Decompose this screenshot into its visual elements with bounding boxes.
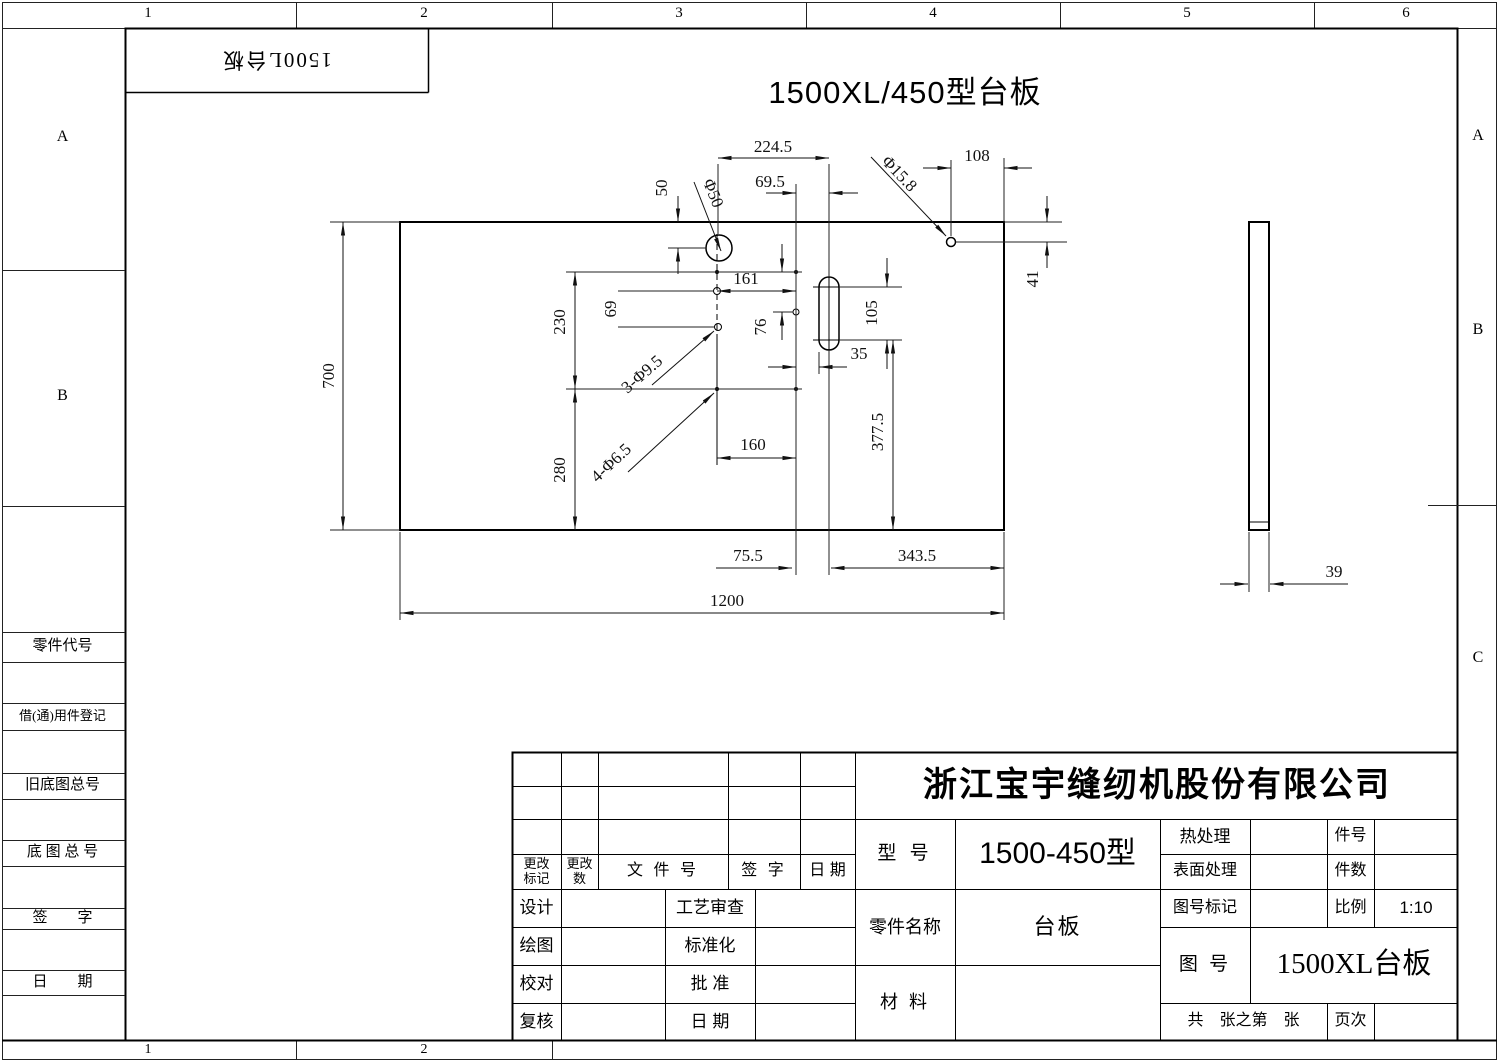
- zone-top-4: 4: [929, 5, 937, 22]
- item-no-label: 件号: [1334, 827, 1367, 845]
- dim-41: 41: [1023, 271, 1042, 288]
- sidebar-label-part-code: 零件代号: [32, 638, 93, 655]
- dim-700: 700: [319, 363, 338, 389]
- part-name-label: 零件名称: [869, 916, 941, 937]
- drawing-mark-label: 图号标记: [1172, 898, 1237, 916]
- sidebar-label-old-master-no: 旧底图总号: [24, 777, 100, 794]
- dim-105: 105: [862, 300, 881, 326]
- page-no-label: 页次: [1334, 1012, 1367, 1030]
- dimension-lines: [340, 155, 1348, 616]
- zone-top-2: 2: [420, 5, 428, 22]
- hole-phi15-8: [945, 236, 957, 248]
- dim-69-5: 69.5: [755, 172, 785, 191]
- dim-69: 69: [601, 301, 620, 318]
- rev-count-header: 更改 数: [566, 855, 593, 886]
- zone-top-1: 1: [144, 5, 152, 22]
- dim-50: 50: [652, 180, 671, 197]
- company-name: 浙江宝宇缝纫机股份有限公司: [923, 765, 1391, 804]
- model-value: 1500-450型: [979, 836, 1136, 870]
- hole-phi9-5-b: [714, 323, 722, 331]
- zone-right-c: C: [1472, 648, 1484, 666]
- standardize-label: 标准化: [684, 936, 736, 956]
- draw-label: 绘图: [519, 936, 554, 956]
- heat-treatment-label: 热处理: [1179, 826, 1231, 846]
- dimension-labels: 224.5 69.5 108 161 35 160 75.5 343.5 120…: [319, 137, 1343, 610]
- item-qty-label: 件数: [1334, 862, 1367, 880]
- zone-bottom-2: 2: [420, 1042, 428, 1058]
- side-view: [1248, 221, 1270, 531]
- zone-top-3: 3: [675, 5, 683, 22]
- zone-bottom-1: 1: [144, 1042, 152, 1058]
- dim-35: 35: [851, 344, 868, 363]
- drawing-no-label: 图 号: [1178, 954, 1232, 976]
- dim-160: 160: [740, 435, 766, 454]
- dim-280: 280: [550, 457, 569, 483]
- zone-top-6: 6: [1402, 5, 1410, 22]
- part-name-value: 台板: [1033, 914, 1082, 940]
- sidebar-label-sign: 签 字: [32, 909, 93, 926]
- dim-75-5: 75.5: [733, 546, 763, 565]
- extension-lines: [330, 158, 1270, 620]
- scale-value: 1:10: [1399, 898, 1433, 918]
- hole-phi50: [705, 234, 733, 262]
- page-title: 1500XL/450型台板: [768, 75, 1042, 111]
- process-review-label: 工艺审查: [676, 898, 744, 918]
- leader-3-phi9-5: 3-Φ9.5: [618, 351, 667, 397]
- file-no-header: 文 件 号: [627, 862, 699, 880]
- check-label: 校对: [519, 974, 554, 994]
- zone-left-a: A: [56, 127, 69, 145]
- dim-377-5: 377.5: [868, 413, 887, 451]
- part-plan-view: [399, 221, 1005, 531]
- sign-header: 签 字: [741, 862, 787, 880]
- model-label: 型 号: [877, 843, 933, 865]
- dim-161: 161: [733, 269, 759, 288]
- dim-76: 76: [751, 319, 770, 336]
- scale-label: 比例: [1334, 898, 1367, 916]
- title-block-grid: [511, 751, 1459, 1042]
- sidebar-label-date: 日 期: [32, 973, 93, 990]
- sheet-count-label: 共 张之第 张: [1187, 1012, 1300, 1030]
- dim-39: 39: [1326, 562, 1343, 581]
- corner-stamp: 1500L台板: [125, 28, 428, 92]
- leader-phi15-8: Φ15.8: [878, 152, 921, 196]
- dim-108: 108: [964, 146, 990, 165]
- sidebar-label-master-no: 底 图 总 号: [26, 844, 99, 861]
- surface-treatment-label: 表面处理: [1172, 862, 1237, 880]
- zone-left-b: B: [57, 386, 68, 404]
- zone-top-5: 5: [1183, 5, 1191, 22]
- date2-label: 日 期: [690, 1011, 730, 1031]
- dim-224-5: 224.5: [754, 137, 792, 156]
- rev-mark-header: 更改 标记: [523, 855, 550, 886]
- dim-230: 230: [550, 309, 569, 335]
- corner-stamp-text: 1500L台板: [221, 48, 332, 73]
- dim-1200: 1200: [710, 591, 744, 610]
- dim-343-5: 343.5: [898, 546, 936, 565]
- approve-label: 批 准: [690, 974, 730, 994]
- design-label: 设计: [519, 898, 554, 918]
- date-header: 日 期: [809, 862, 846, 880]
- drawing-no-value: 1500XL台板: [1276, 948, 1432, 981]
- material-label: 材 料: [879, 992, 930, 1013]
- leader-4-phi6-5: 4-Φ6.5: [587, 439, 635, 486]
- recheck-label: 复核: [519, 1011, 554, 1031]
- sidebar-label-borrow-register: 借(通)用件登记: [19, 708, 106, 724]
- zone-right-a: A: [1472, 126, 1484, 144]
- zone-right-b: B: [1472, 320, 1484, 338]
